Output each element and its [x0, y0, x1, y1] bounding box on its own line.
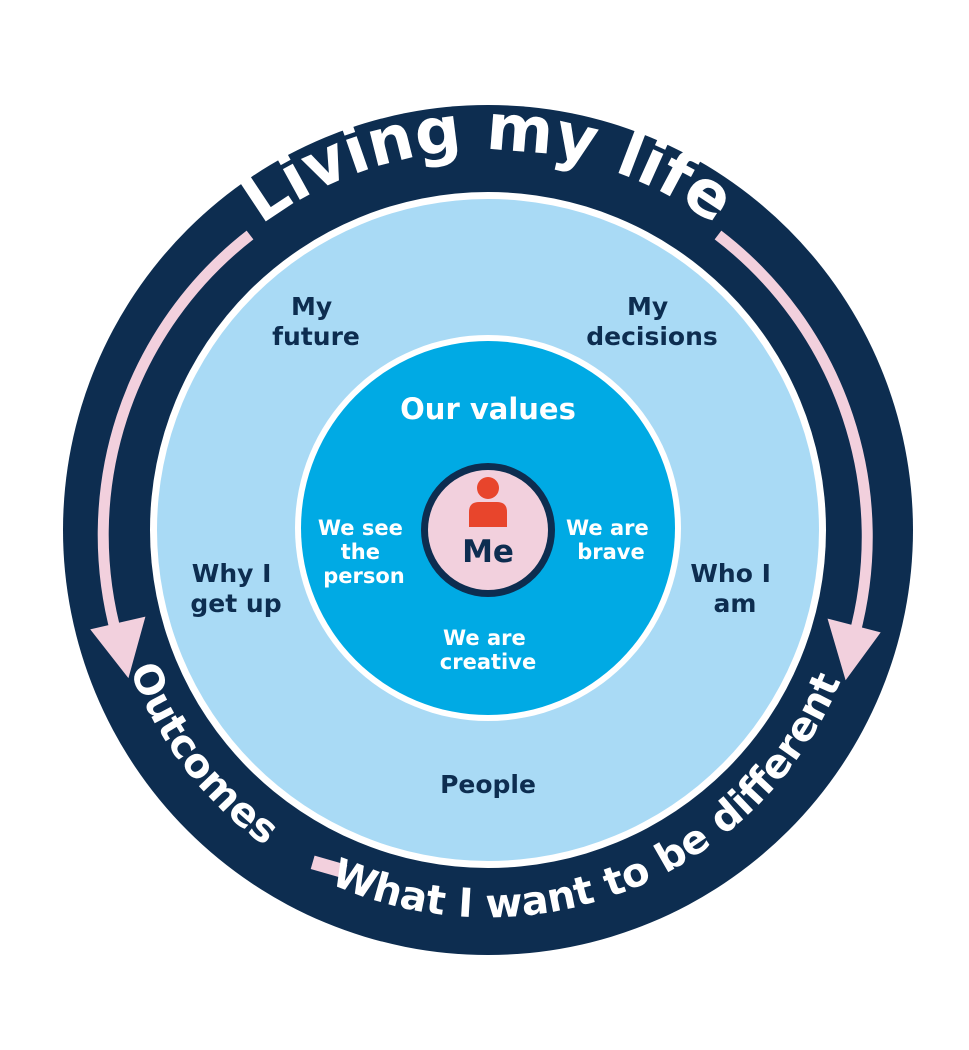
left-arrow-shaft — [97, 230, 254, 642]
person-icon-head — [477, 477, 499, 499]
person-icon-body — [469, 502, 507, 527]
bottom-dash — [310, 855, 348, 879]
right-arrow-head — [827, 618, 881, 681]
left-arrow — [90, 230, 254, 679]
center-disc — [428, 470, 548, 590]
middle-left-line1: Why I — [192, 559, 272, 588]
left-arrow-head — [90, 616, 146, 679]
right-arrow-shaft — [714, 230, 873, 642]
inner-left-line1: We see — [318, 516, 403, 540]
middle-left-line2: get up — [190, 589, 281, 618]
middle-top-right-line2: decisions — [586, 322, 718, 351]
middle-bottom: People — [440, 770, 536, 799]
middle-top-left-line1: My — [291, 292, 332, 321]
inner-left: We see the person — [318, 516, 410, 588]
person-icon — [469, 477, 507, 527]
middle-left: Why I get up — [190, 559, 281, 618]
center-label: Me — [462, 534, 514, 570]
right-arrow — [714, 230, 881, 681]
inner-bottom-line1: We are — [443, 626, 526, 650]
inner-right: We are brave — [566, 516, 656, 564]
inner-bottom-line2: creative — [440, 650, 536, 674]
inner-right-line1: We are — [566, 516, 649, 540]
inner-title: Our values — [400, 392, 576, 426]
inner-left-line3: person — [323, 564, 405, 588]
middle-top-right-line1: My — [627, 292, 668, 321]
middle-top-left: My future — [272, 292, 360, 351]
middle-right-line1: Who I — [690, 559, 771, 588]
inner-right-line2: brave — [577, 540, 645, 564]
middle-top-left-line2: future — [272, 322, 360, 351]
inner-left-line2: the — [341, 540, 380, 564]
inner-bottom: We are creative — [440, 626, 536, 674]
middle-right: Who I am — [690, 559, 779, 618]
middle-top-right: My decisions — [586, 292, 718, 351]
middle-right-line2: am — [714, 589, 757, 618]
